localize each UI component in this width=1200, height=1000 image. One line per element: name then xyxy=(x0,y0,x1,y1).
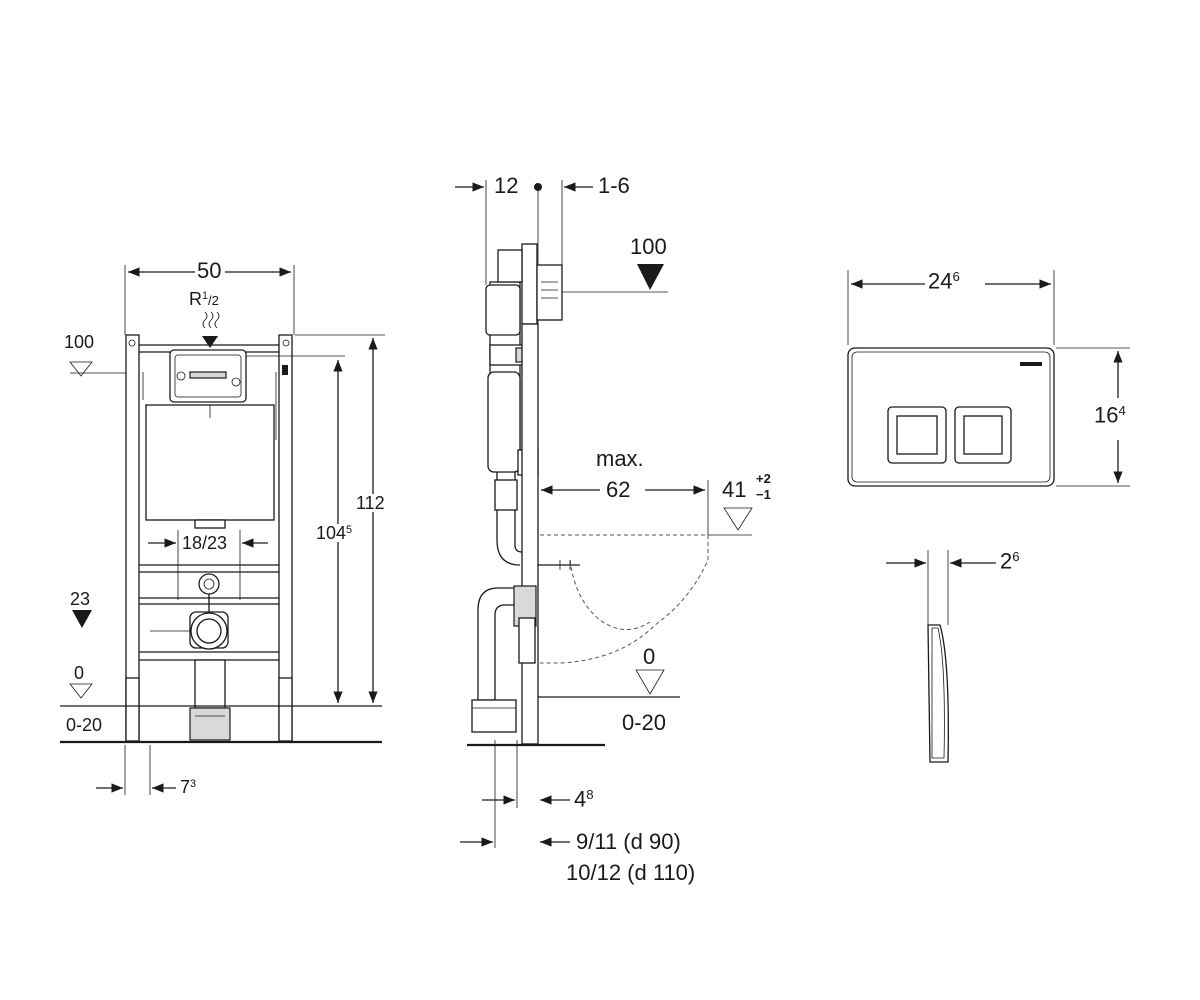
plate-thickness-sup: 6 xyxy=(1012,549,1020,564)
side-level-100-label: 100 xyxy=(630,234,667,259)
offset-label: 48 xyxy=(574,788,594,810)
main-height-value: 104 xyxy=(316,523,347,543)
front-floor-range-label: 0-20 xyxy=(66,715,103,735)
plate-height-label: 164 xyxy=(1094,402,1126,428)
side-depth-label: 12 xyxy=(494,173,519,198)
seat-tolerance-plus: +2 xyxy=(756,471,771,486)
spacing-label: 18/23 xyxy=(182,533,228,553)
connection-sup: 1 xyxy=(202,290,209,303)
leg-label: 73 xyxy=(180,778,196,796)
pipe-d90-label: 9/11 (d 90) xyxy=(576,829,681,854)
flush-plate-drawing xyxy=(847,270,1130,763)
main-height-label: 1045 xyxy=(316,523,353,543)
plate-width-value: 24 xyxy=(928,268,953,294)
leg-value: 7 xyxy=(180,777,191,797)
plate-width-label: 246 xyxy=(928,270,960,292)
offset-sup: 8 xyxy=(586,787,594,802)
side-adjust-label: 1-6 xyxy=(598,173,630,198)
plate-width-sup: 6 xyxy=(952,269,960,284)
seat-tolerance-minus: −1 xyxy=(756,487,771,502)
connection-base: R xyxy=(189,289,202,309)
pipe-d110-label: 10/12 (d 110) xyxy=(566,860,696,885)
front-width-label: 50 xyxy=(197,258,222,283)
plate-thickness-label: 26 xyxy=(1000,550,1020,572)
offset-value: 4 xyxy=(574,786,587,812)
front-level-100-label: 100 xyxy=(64,332,95,352)
plate-height-value: 16 xyxy=(1094,402,1119,428)
front-level-23-label: 23 xyxy=(70,589,91,609)
bowl-projection-label: 62 xyxy=(606,477,631,502)
leg-sup: 3 xyxy=(190,778,197,791)
max-label: max. xyxy=(596,446,644,471)
plate-height-sup: 4 xyxy=(1118,403,1126,418)
front-level-0-label: 0 xyxy=(74,663,85,683)
connection-label: R1/2 xyxy=(189,290,219,308)
side-floor-range-label: 0-20 xyxy=(622,710,667,735)
total-height-label: 112 xyxy=(356,493,385,513)
front-view-frame xyxy=(60,265,385,795)
side-view-frame xyxy=(455,180,753,848)
side-level-0-label: 0 xyxy=(643,644,656,669)
plate-thickness-value: 2 xyxy=(1000,548,1013,574)
connection-sub: /2 xyxy=(208,293,219,308)
seat-height-label: 41 xyxy=(722,477,747,502)
main-height-sup: 5 xyxy=(346,524,353,537)
